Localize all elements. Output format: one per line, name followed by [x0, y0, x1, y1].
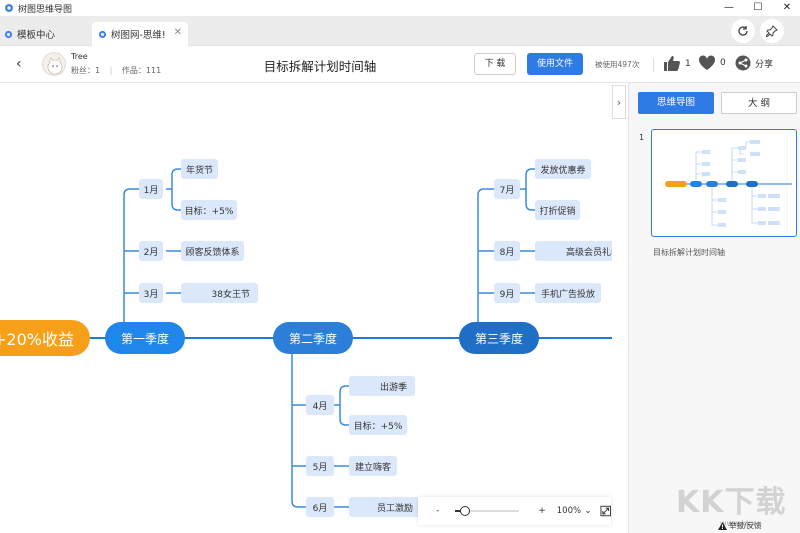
topic-node[interactable]: 出游季: [349, 376, 415, 396]
watermark-url: www.kkx: [720, 519, 756, 528]
favorites-count: 0: [720, 58, 726, 68]
topic-node[interactable]: 手机广告投放: [535, 283, 601, 303]
thumbs-up-icon: [664, 56, 680, 71]
report-feedback-link[interactable]: 举报/反馈: [718, 520, 762, 531]
topic-node[interactable]: 发放优惠券: [535, 159, 591, 179]
tab-logo-icon: [4, 30, 13, 38]
tab-mindmap[interactable]: 树图网-思维! ✕: [92, 22, 188, 46]
warning-icon: [718, 521, 727, 530]
likes-count: 1: [685, 58, 691, 69]
month-node[interactable]: 1月: [139, 179, 163, 199]
maximize-button[interactable]: ☐: [753, 2, 763, 13]
fullscreen-icon[interactable]: [600, 505, 611, 517]
month-node[interactable]: 2月: [139, 241, 163, 261]
works-count: 作品：111: [121, 66, 162, 75]
month-node[interactable]: 5月: [306, 456, 334, 476]
refresh-button[interactable]: [731, 19, 755, 43]
document-title: 目标拆解计划时间轴: [263, 59, 377, 74]
zoom-slider-track: [454, 510, 519, 512]
quarter-node[interactable]: 第二季度: [273, 322, 353, 354]
user-name[interactable]: Tree: [71, 52, 88, 61]
tab-label: 树图网-思维!: [111, 30, 166, 41]
panel-collapse-button[interactable]: ›: [612, 85, 626, 119]
month-node[interactable]: 3月: [139, 283, 163, 303]
header-divider: [653, 58, 654, 72]
back-arrow-icon[interactable]: ‹: [16, 56, 22, 72]
tab-template-center[interactable]: 模板中心: [0, 22, 92, 46]
favorite-button[interactable]: 0: [698, 55, 726, 71]
tab-logo-icon: [98, 30, 107, 38]
zoom-in-button[interactable]: +: [538, 506, 546, 516]
topic-node[interactable]: 年货节: [181, 159, 218, 179]
title-bar: 树图思维导图 — ☐ ✕: [0, 0, 800, 16]
like-button[interactable]: 1: [663, 55, 691, 72]
quarter-node[interactable]: 第三季度: [459, 322, 539, 354]
heart-icon: [698, 55, 716, 70]
topic-node[interactable]: 建立嗨客: [349, 456, 397, 476]
app-title: 树图思维导图: [18, 4, 73, 15]
month-node[interactable]: 9月: [494, 283, 520, 303]
tab-mindmap-view[interactable]: 思维导图: [638, 92, 714, 114]
zoom-slider-handle[interactable]: [459, 506, 470, 516]
pin-icon: [766, 25, 778, 37]
share-label: 分享: [755, 59, 774, 70]
root-node[interactable]: +20%收益: [0, 320, 90, 356]
refresh-icon: [738, 26, 748, 36]
use-file-button[interactable]: 使用文件: [527, 53, 583, 75]
topic-node[interactable]: 顾客反馈体系: [181, 241, 244, 261]
thumbnail-title: 目标拆解计划时间轴: [653, 248, 725, 257]
fans-count: 粉丝：1: [71, 66, 101, 75]
month-node[interactable]: 4月: [306, 395, 334, 415]
topic-node[interactable]: 目标：+5%: [181, 200, 237, 220]
avatar-cat-icon: [47, 57, 63, 75]
mindmap-thumbnail-preview: [665, 140, 792, 227]
share-button[interactable]: 分享: [735, 55, 773, 71]
download-button[interactable]: 下 载: [474, 53, 516, 75]
chevron-right-icon: ›: [616, 95, 622, 109]
zoom-out-button[interactable]: -: [436, 506, 440, 516]
month-node[interactable]: 6月: [306, 497, 334, 517]
avatar[interactable]: [42, 52, 66, 76]
quarter-node[interactable]: 第一季度: [105, 322, 185, 354]
share-icon: [735, 55, 751, 71]
app-logo-icon: [5, 4, 13, 12]
used-count: 被使用497次: [595, 60, 640, 69]
page-number: 1: [639, 133, 645, 142]
topic-node[interactable]: 高级会员礼券: [535, 241, 612, 261]
side-panel: 思维导图 大 纲 1: [628, 83, 800, 533]
tab-outline-view[interactable]: 大 纲: [721, 92, 797, 114]
pin-button[interactable]: [760, 19, 784, 43]
month-node[interactable]: 7月: [494, 179, 520, 199]
tab-bar: 模板中心 树图网-思维! ✕: [0, 16, 800, 46]
zoom-slider[interactable]: [454, 506, 519, 516]
tab-label: 模板中心: [17, 30, 56, 41]
topic-node[interactable]: 员工激励: [349, 497, 421, 517]
zoom-level[interactable]: 100%: [556, 506, 582, 516]
minimize-button[interactable]: —: [724, 2, 734, 13]
stats-divider: |: [109, 66, 113, 75]
topic-node[interactable]: 38女王节: [181, 283, 258, 303]
month-node[interactable]: 8月: [494, 241, 520, 261]
topic-node[interactable]: 打折促销: [535, 200, 580, 220]
report-label: 举报/反馈: [729, 521, 762, 530]
document-header: ‹ Tree 粉丝：1 | 作品：111 目标拆解计划时间轴 下 载 使用文件 …: [0, 46, 800, 83]
mindmap-canvas[interactable]: +20%收益 第一季度 第二季度 第三季度 1月 2月 3月 年货节 目标：+5…: [0, 83, 612, 533]
topic-node[interactable]: 目标：+5%: [349, 415, 407, 435]
tab-close-icon[interactable]: ✕: [173, 27, 182, 38]
watermark: KK下载: [676, 485, 787, 520]
close-window-button[interactable]: ✕: [782, 2, 792, 13]
mindmap-thumbnail[interactable]: [651, 129, 797, 237]
chevron-down-icon[interactable]: ⌄: [584, 506, 592, 516]
zoom-control-bar: - + 100% ⌄: [418, 497, 611, 525]
zoom-slider-fill: [454, 510, 465, 512]
user-stats: 粉丝：1 | 作品：111: [71, 65, 161, 76]
